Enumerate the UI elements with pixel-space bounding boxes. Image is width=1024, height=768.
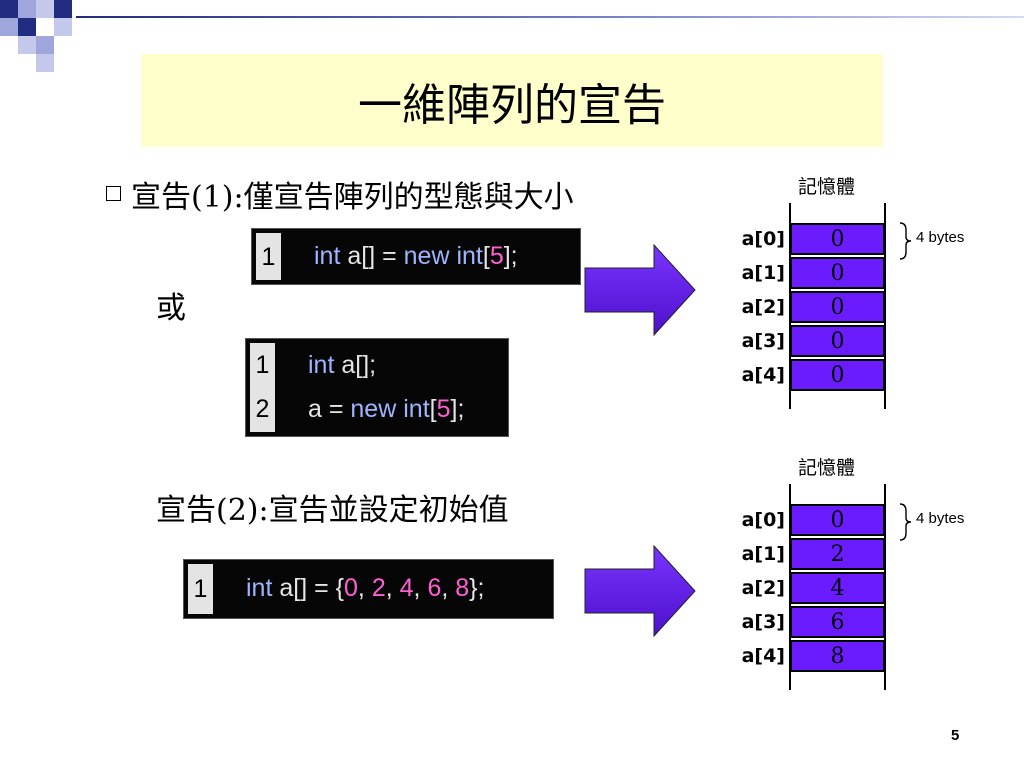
code-block-b: 1 2 int a[]; a = new int[5]; (245, 338, 509, 437)
code-token: new (350, 395, 397, 423)
line-number: 1 (261, 243, 276, 271)
code-token: ]; (503, 242, 518, 270)
code-block-a: 1 int a[] = new int[5]; (251, 228, 581, 285)
code-token: int (308, 351, 335, 379)
code-token: [ (482, 242, 490, 270)
memory-title: 記憶體 (798, 457, 856, 479)
array-index-label: a[0] (741, 509, 785, 531)
line-gutter: 1 2 (250, 343, 275, 432)
memory-cell: 6 (790, 606, 885, 638)
code-token: 5 (489, 242, 504, 270)
memory-cell: 2 (790, 538, 885, 570)
array-index-label: a[1] (741, 262, 785, 284)
code-token: a[]; (334, 351, 377, 379)
code-token: 5 (436, 395, 451, 423)
slide-title: 一維陣列的宣告 (358, 79, 666, 131)
brace-icon (899, 503, 912, 541)
line-gutter: 1 (256, 233, 281, 280)
code-token: int (246, 574, 273, 602)
memory-cell: 0 (790, 359, 885, 391)
array-index-label: a[4] (741, 645, 785, 667)
array-index-label: a[2] (741, 577, 785, 599)
memory-title: 記憶體 (798, 176, 856, 198)
array-index-label: a[2] (741, 296, 785, 318)
header-rule (76, 16, 1024, 18)
code-token: , (413, 574, 428, 602)
code-line: int a[]; (308, 351, 376, 380)
cell-size-label: 4 bytes (916, 510, 965, 527)
title-box: 一維陣列的宣告 (141, 54, 883, 147)
memory-right-rail (884, 484, 886, 690)
or-label: 或 (156, 291, 186, 326)
code-token: , (385, 574, 400, 602)
memory-cell: 0 (790, 223, 885, 255)
arrow-right-icon (584, 244, 696, 336)
code-line: int a[] = {0, 2, 4, 6, 8}; (246, 574, 484, 603)
code-token: ]; (450, 395, 465, 423)
code-token: new (403, 242, 450, 270)
page-number: 5 (951, 727, 960, 744)
array-index-label: a[4] (741, 364, 785, 386)
array-index-label: a[3] (741, 611, 785, 633)
code-token: int (403, 395, 430, 423)
code-token: int (456, 242, 483, 270)
arrow-right-icon (584, 545, 696, 637)
code-token: 6 (427, 574, 442, 602)
memory-right-rail (884, 203, 886, 409)
cell-size-label: 4 bytes (916, 229, 965, 246)
code-token: 0 (344, 574, 358, 602)
array-index-label: a[0] (741, 228, 785, 250)
line-gutter: 1 (188, 564, 213, 614)
code-token: }; (469, 574, 485, 602)
code-token: , (357, 574, 372, 602)
memory-cell: 0 (790, 291, 885, 323)
code-token: 4 (399, 574, 414, 602)
code-token: a = (308, 395, 351, 423)
memory-cell: 0 (790, 504, 885, 536)
code-token: 8 (455, 574, 470, 602)
code-token: a[] = (340, 242, 404, 270)
code-token: 2 (371, 574, 386, 602)
array-index-label: a[3] (741, 330, 785, 352)
line-number: 1 (193, 575, 208, 603)
memory-cell: 4 (790, 572, 885, 604)
memory-cell: 0 (790, 325, 885, 357)
line-number: 1 (255, 351, 270, 379)
code-line: int a[] = new int[5]; (314, 242, 518, 271)
line-number: 2 (255, 395, 270, 423)
code-line: a = new int[5]; (308, 395, 464, 424)
array-index-label: a[1] (741, 543, 785, 565)
section2-heading: 宣告(2):宣告並設定初始值 (156, 493, 509, 528)
memory-cell: 8 (790, 640, 885, 672)
code-token: int (314, 242, 341, 270)
section1-heading: 宣告(1):僅宣告陣列的型態與大小 (131, 180, 574, 215)
memory-cell: 0 (790, 257, 885, 289)
code-token: a[] = { (272, 574, 344, 602)
code-token: , (441, 574, 456, 602)
brace-icon (899, 222, 912, 260)
code-block-c: 1 int a[] = {0, 2, 4, 6, 8}; (183, 559, 554, 619)
bullet-square (106, 186, 121, 201)
code-token: [ (429, 395, 437, 423)
